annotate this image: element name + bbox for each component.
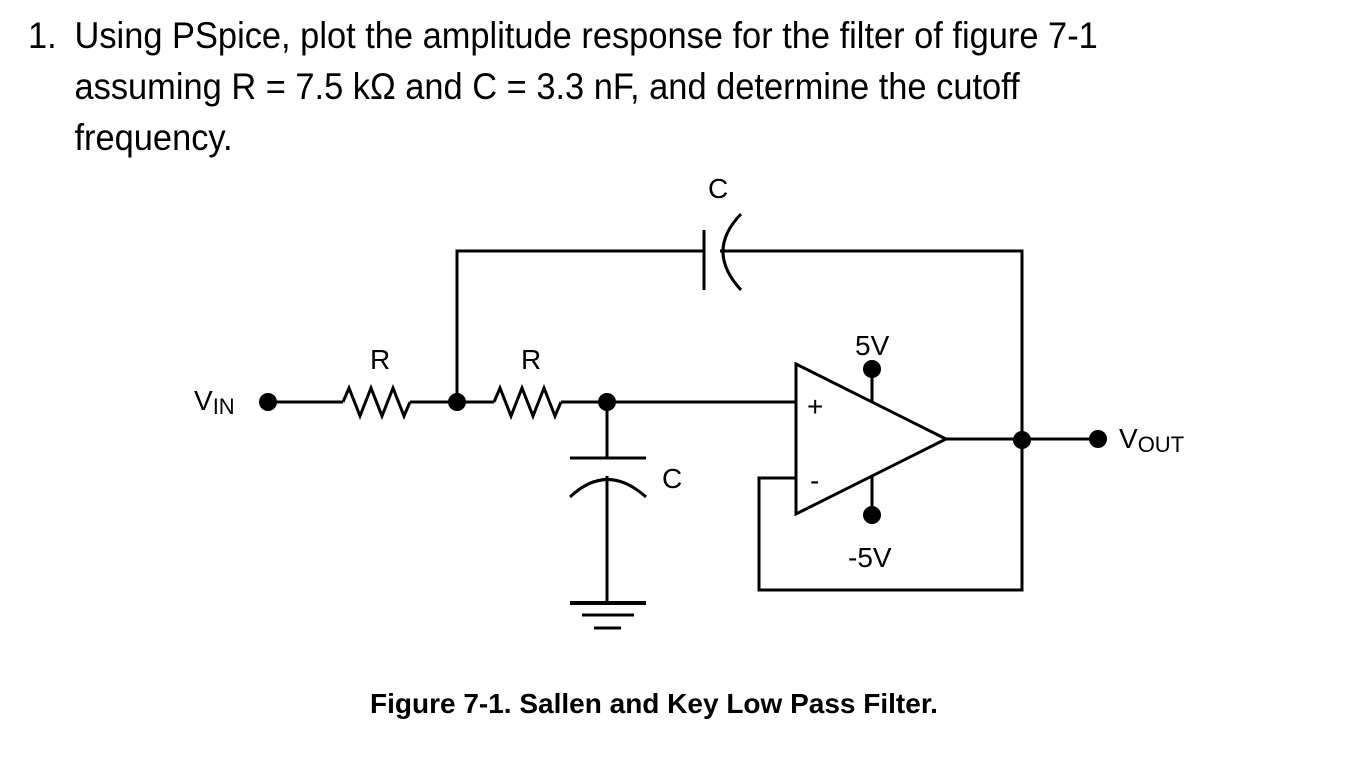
wire-feedback-right [720, 249, 1024, 440]
figure-caption: Figure 7-1. Sallen and Key Low Pass Filt… [370, 688, 938, 719]
wire-feedback-left [455, 249, 704, 402]
problem-number: 1. [28, 15, 57, 56]
vminus-label: -5V [848, 542, 892, 573]
vin-label: VIN [194, 385, 235, 419]
vout-label: VOUT [1119, 423, 1184, 457]
vplus-label: 5V [855, 330, 890, 361]
vplus-terminal [863, 360, 881, 378]
wire-inverting-feedback [757, 440, 1024, 592]
vout-terminal-node [1089, 430, 1107, 448]
problem-line-1: Using PSpice, plot the amplitude respons… [74, 15, 1098, 56]
r2-label: R [521, 344, 541, 375]
opamp-inverting-sign: - [810, 465, 819, 496]
ground-icon [570, 601, 646, 630]
resistor-r1 [341, 383, 412, 421]
opamp-noninverting-sign: + [807, 391, 823, 422]
problem-line-2: assuming R = 7.5 kΩ and C = 3.3 nF, and … [74, 66, 1020, 107]
problem-line-3: frequency. [74, 117, 233, 158]
vminus-terminal [863, 506, 881, 524]
c-ground-label: C [662, 463, 682, 494]
problem-statement: 1. Using PSpice, plot the amplitude resp… [28, 10, 1202, 163]
resistor-r2 [492, 383, 563, 421]
node-output [1013, 431, 1031, 449]
r1-label: R [370, 344, 390, 375]
c-feedback-label: C [708, 173, 728, 204]
